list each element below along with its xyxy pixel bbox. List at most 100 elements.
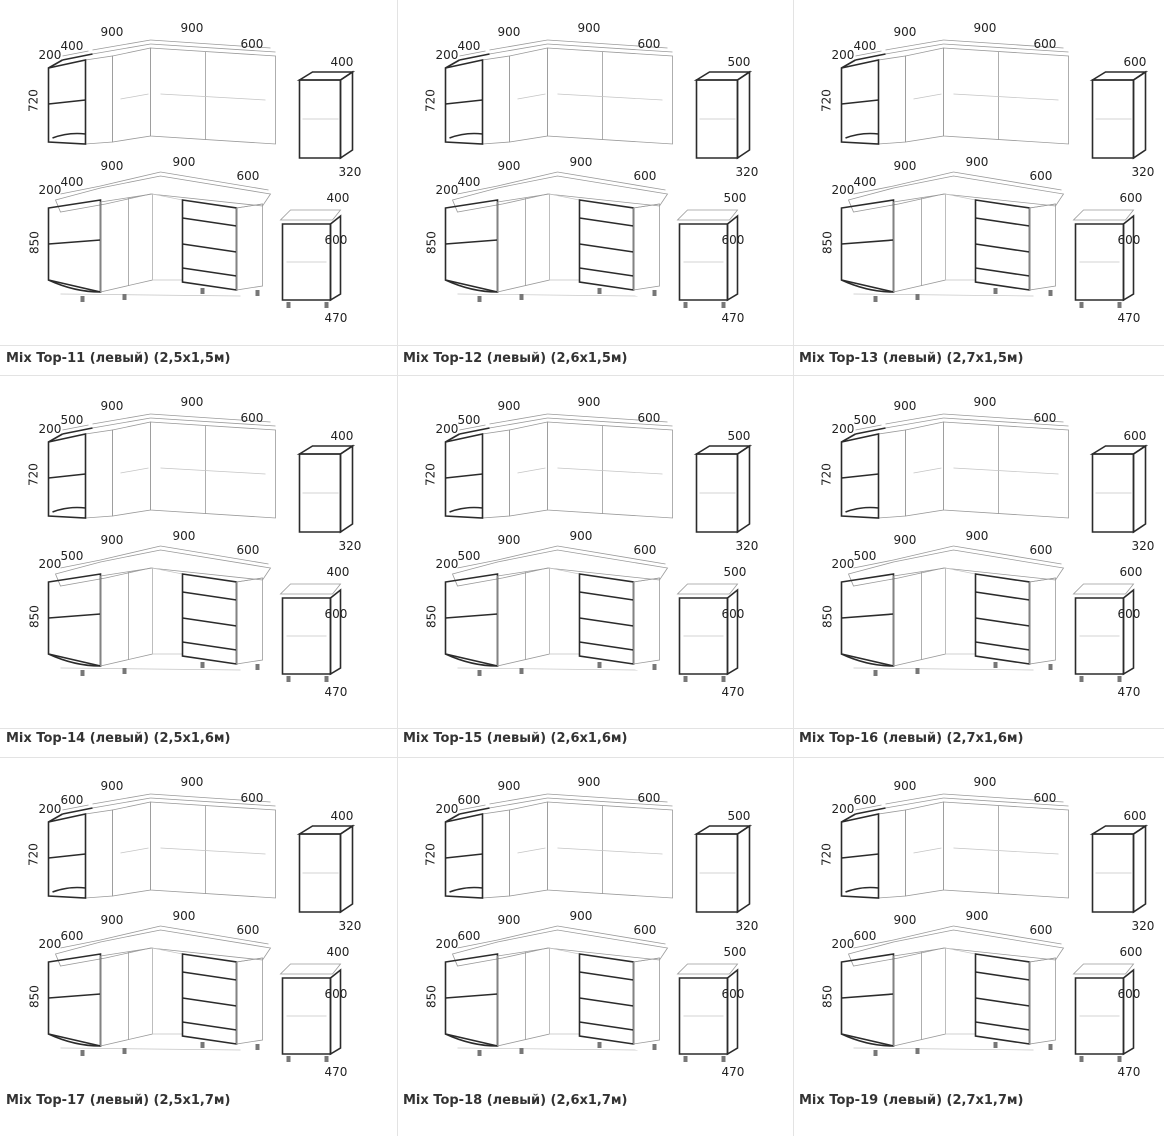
lower-end-panel <box>1029 203 1056 291</box>
lower-dim-width-2: 900 <box>966 155 989 169</box>
lower-dim-width-3: 600 <box>237 923 260 937</box>
lower-dim-height: 850 <box>28 985 42 1008</box>
standalone-lower-depth: 470 <box>325 685 348 699</box>
upper-cabinet-mid <box>878 809 906 899</box>
upper-dim-width-2: 900 <box>181 395 204 409</box>
cabinet-leg <box>80 1050 85 1056</box>
upper-cabinet-mid <box>85 809 113 899</box>
cabinet-leg <box>1117 1056 1122 1062</box>
cabinet-leg <box>286 302 291 308</box>
standalone-upper-depth: 320 <box>1132 919 1155 933</box>
upper-dim-corner-width: 200 <box>832 802 855 816</box>
upper-dim-width-1: 900 <box>498 25 521 39</box>
row-divider <box>0 375 1164 376</box>
standalone-upper-depth: 320 <box>736 919 759 933</box>
upper-dim-width-3: 600 <box>638 411 661 425</box>
lower-open-shelf <box>444 953 499 1048</box>
standalone-upper-width: 500 <box>728 809 751 823</box>
cabinet-leg <box>993 288 998 294</box>
cabinet-leg <box>122 668 127 674</box>
lower-dim-width-3: 600 <box>1030 543 1053 557</box>
upper-open-shelf <box>840 433 880 519</box>
kit-caption: Mix Top-13 (левый) (2,7х1,5м) <box>799 351 1024 366</box>
standalone-lower-width: 500 <box>724 945 747 959</box>
cabinet-leg <box>324 302 329 308</box>
cabinet-leg <box>519 1048 524 1054</box>
lower-dim-width-1: 900 <box>894 913 917 927</box>
lower-dim-height: 850 <box>821 605 835 628</box>
lower-dim-width-2: 900 <box>570 909 593 923</box>
standalone-lower-depth: 470 <box>1118 311 1141 325</box>
lower-corner-cabinet <box>152 567 183 655</box>
upper-back-run <box>547 801 673 899</box>
lower-dim-corner-width: 200 <box>832 937 855 951</box>
row-divider <box>0 757 1164 758</box>
cabinet-leg <box>915 1048 920 1054</box>
standalone-lower-top <box>1072 963 1135 975</box>
standalone-lower-height: 600 <box>1118 233 1141 247</box>
lower-open-shelf <box>47 199 102 294</box>
upper-dim-shelf-width: 600 <box>854 793 877 807</box>
standalone-lower-top <box>279 209 342 221</box>
upper-cabinet-mid <box>482 429 510 519</box>
cabinet-leg <box>477 296 482 302</box>
lower-end-panel <box>633 957 660 1045</box>
standalone-lower-top <box>676 963 739 975</box>
upper-dim-width-1: 900 <box>498 399 521 413</box>
lower-dim-shelf-width: 600 <box>458 929 481 943</box>
lower-open-shelf <box>444 199 499 294</box>
lower-corner-cabinet <box>152 947 183 1035</box>
lower-dim-corner-width: 200 <box>832 557 855 571</box>
upper-dim-height: 720 <box>424 89 438 112</box>
lower-cabinet-mid <box>497 193 550 293</box>
row-divider <box>0 345 1164 346</box>
upper-cabinet-mid <box>482 55 510 145</box>
kit-caption: Mix Top-18 (левый) (2,6х1,7м) <box>403 1093 628 1108</box>
lower-dim-shelf-width: 400 <box>61 175 84 189</box>
standalone-upper-width: 400 <box>331 429 354 443</box>
lower-dim-width-2: 900 <box>173 909 196 923</box>
lower-corner-cabinet <box>549 567 580 655</box>
cabinet-leg <box>200 288 205 294</box>
upper-dim-shelf-width: 400 <box>458 39 481 53</box>
lower-cabinet-mid <box>893 567 946 667</box>
kit-caption: Mix Top-16 (левый) (2,7х1,6м) <box>799 731 1024 746</box>
standalone-upper-depth: 320 <box>339 919 362 933</box>
upper-dim-corner-width: 200 <box>832 422 855 436</box>
cabinet-leg <box>721 676 726 682</box>
upper-dim-width-3: 600 <box>241 791 264 805</box>
standalone-lower-depth: 470 <box>325 1065 348 1079</box>
upper-dim-height: 720 <box>27 89 41 112</box>
kit-caption: Mix Top-17 (левый) (2,5х1,7м) <box>6 1093 231 1108</box>
upper-dim-height: 720 <box>820 463 834 486</box>
standalone-lower-width: 600 <box>1120 565 1143 579</box>
lower-open-shelf <box>840 573 895 668</box>
lower-dim-height: 850 <box>425 231 439 254</box>
lower-dim-width-1: 900 <box>894 159 917 173</box>
upper-open-shelf <box>47 433 87 519</box>
lower-corner-cabinet <box>945 567 976 655</box>
lower-dim-shelf-width: 500 <box>854 549 877 563</box>
cabinet-leg <box>324 1056 329 1062</box>
lower-dim-height: 850 <box>28 231 42 254</box>
column-divider <box>793 0 794 1136</box>
lower-dim-width-3: 600 <box>1030 923 1053 937</box>
cabinet-leg <box>477 1050 482 1056</box>
row-divider <box>0 728 1164 729</box>
lower-dim-width-1: 900 <box>498 159 521 173</box>
